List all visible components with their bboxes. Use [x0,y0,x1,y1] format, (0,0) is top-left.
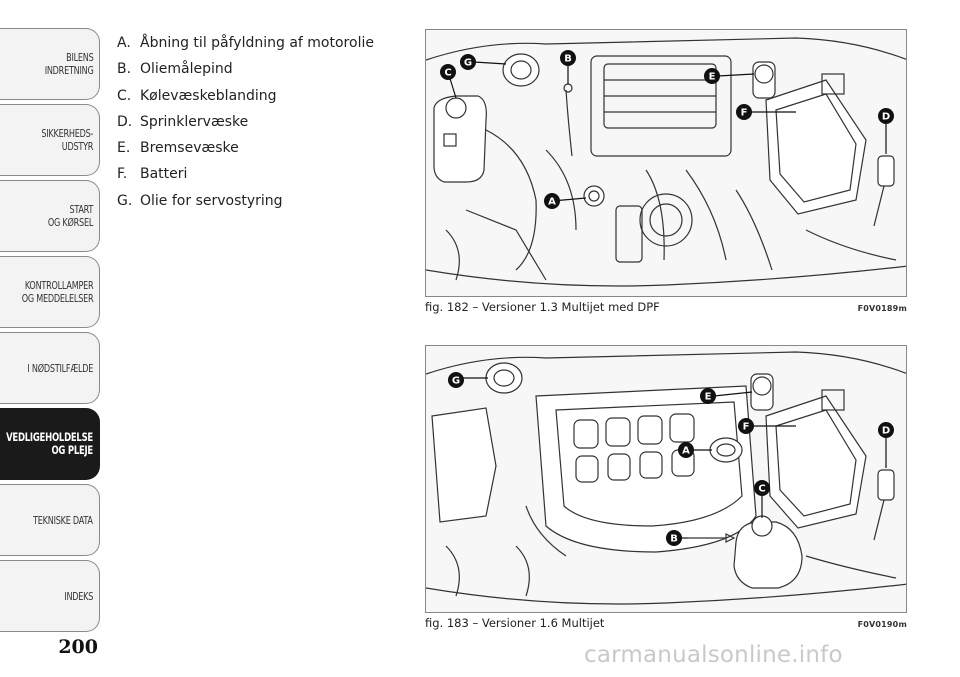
callouts: A B C D E F G [440,50,894,209]
figure-182: A B C D E F G fig. 182 – Versioner 1.3 M… [425,29,907,314]
tab-label: TEKNISKE DATA [33,513,93,527]
tab-indeks[interactable]: INDEKS [0,560,100,632]
callout-e: E [705,392,712,403]
callout-b: B [670,534,678,545]
callout-c: C [444,68,451,79]
tab-label: INDEKS [64,589,93,603]
legend-item: G.Olie for servostyring [117,192,283,209]
legend-item: B.Oliemålepind [117,61,233,78]
figure-caption: fig. 182 – Versioner 1.3 Multijet med DP… [425,300,660,314]
tab-vedligeholdelse[interactable]: VEDLIGEHOLDELSE OG PLEJE [0,408,100,480]
tab-label: SIKKERHEDS- UDSTYR [41,127,93,153]
tab-start-og-korsel[interactable]: START OG KØRSEL [0,180,100,252]
tab-label: BILENS INDRETNING [44,51,93,77]
legend-item: A.Åbning til påfyldning af motorolie [117,35,374,51]
callout-c: C [758,484,765,495]
component-legend: A.Åbning til påfyldning af motorolie B.O… [117,30,374,214]
legend-item: D.Sprinklervæske [117,113,249,130]
figure-caption: fig. 183 – Versioner 1.6 Multijet [425,616,605,630]
legend-item: F.Batteri [117,166,188,183]
legend-item: E.Bremsevæske [117,140,239,157]
figure-code: F0V0189m [857,304,907,313]
tab-bilens-indretning[interactable]: BILENS INDRETNING [0,28,100,100]
callout-e: E [709,72,716,83]
callout-a: A [548,197,556,208]
callout-f: F [743,422,750,433]
callout-g: G [452,376,460,387]
watermark: carmanualsonline.info [584,642,843,668]
tab-i-nodstilfaelde[interactable]: I NØDSTILFÆLDE [0,332,100,404]
figure-183: A B C D E F G fig. 183 – Versioner 1.6 M… [425,345,907,630]
callouts: A B C D E F G [448,372,894,546]
callout-g: G [464,58,472,69]
tab-label: START OG KØRSEL [47,203,93,229]
callout-a: A [682,446,690,457]
tab-label: VEDLIGEHOLDELSE OG PLEJE [6,430,93,457]
callout-b: B [564,54,572,65]
tab-sikkerhedsudstyr[interactable]: SIKKERHEDS- UDSTYR [0,104,100,176]
page-number: 200 [58,636,98,658]
engine-drawing: A B C D E F G [426,37,906,287]
callout-d: D [882,112,890,123]
engine-bay-illustration: A B C D E F G [425,345,907,613]
tab-label: KONTROLLAMPER OG MEDDELELSER [21,279,93,305]
callout-d: D [882,426,890,437]
engine-bay-illustration: A B C D E F G [425,29,907,297]
legend-item: C.Kølevæskeblanding [117,87,277,104]
engine-drawing: A B C D E F G [426,351,906,605]
tab-kontrollamper[interactable]: KONTROLLAMPER OG MEDDELELSER [0,256,100,328]
tab-label: I NØDSTILFÆLDE [27,361,93,375]
tab-tekniske-data[interactable]: TEKNISKE DATA [0,484,100,556]
callout-f: F [741,108,748,119]
figure-code: F0V0190m [857,620,907,629]
